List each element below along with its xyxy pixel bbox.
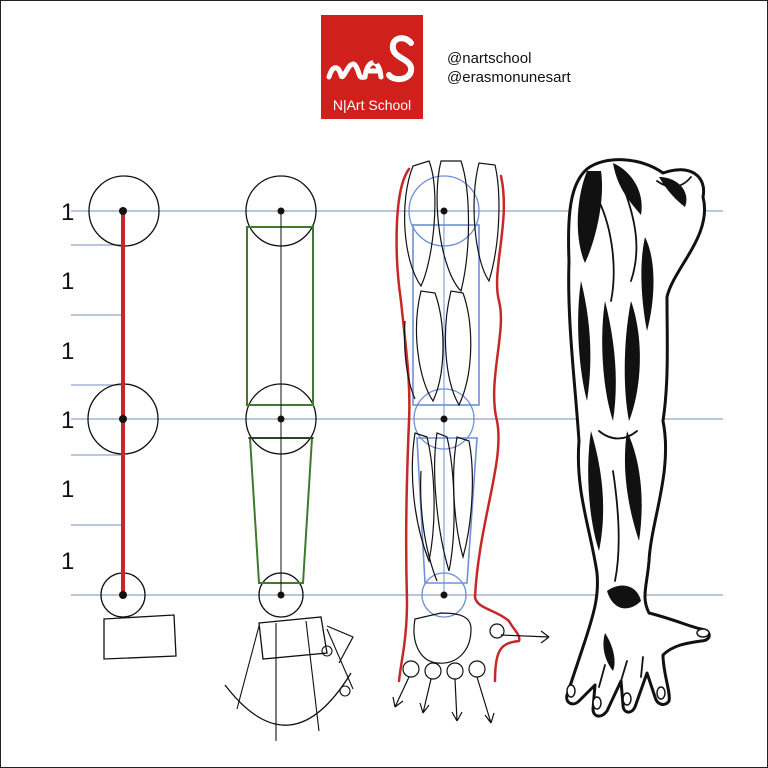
inked-fingernails [566, 628, 710, 710]
shadow-shape [602, 301, 616, 421]
muscle-shapes [403, 160, 500, 582]
shadow-shape [624, 431, 642, 541]
inked-contour-lines [598, 176, 692, 688]
finger-direction-lines [236, 620, 354, 741]
shadow-shape [578, 281, 591, 401]
fingernail [566, 684, 576, 698]
stage-muscle-construction [392, 160, 550, 724]
forearm-muscle-shape [434, 432, 455, 572]
joint-dot [119, 207, 127, 215]
deltoid-shape [403, 160, 436, 288]
upper-arm-box [246, 226, 314, 406]
instagram-handle-erasmonunesart: @erasmonunesart [447, 69, 571, 86]
biceps-shape [415, 290, 444, 403]
fingernail [592, 696, 602, 710]
forearm-muscle-shape [453, 436, 473, 560]
unit-label: 1 [61, 407, 74, 434]
nart-school-logo: N|Art School [321, 15, 423, 119]
contour-line [598, 200, 615, 302]
hand-construction [392, 612, 550, 724]
joint-dot [440, 415, 448, 423]
biceps-shape [444, 290, 472, 407]
contour-line [612, 470, 620, 582]
shadow-shape [607, 585, 641, 609]
joint-dot [440, 207, 448, 215]
palm-fan-arc [224, 672, 352, 726]
thumb-knuckle [489, 623, 505, 639]
upper-arm-box [412, 224, 480, 406]
unit-labels: 1 1 1 1 1 1 [61, 199, 74, 575]
arm-silhouette-outline [395, 167, 521, 683]
finger-direction-arrows [392, 676, 495, 724]
unit-label: 1 [61, 199, 74, 226]
shadow-shape [613, 163, 642, 215]
forearm-muscle-shape [420, 470, 438, 582]
unit-label: 1 [61, 476, 74, 503]
hand-block [103, 614, 177, 660]
inked-arm-silhouette [565, 158, 711, 718]
shadow-shape [577, 171, 603, 263]
joint-dot [119, 415, 127, 423]
finger-knuckle [402, 660, 420, 678]
contour-line [656, 176, 692, 188]
unit-label: 1 [61, 548, 74, 575]
finger-knuckle [468, 660, 486, 678]
joint-dot [277, 207, 285, 215]
deltoid-shape [436, 160, 470, 293]
shadow-shape [641, 237, 654, 331]
fingernail [696, 628, 710, 638]
thumb-construction [326, 625, 354, 664]
inked-muscle-shading [577, 163, 687, 671]
shadow-shape [588, 431, 604, 551]
finger-knuckle [446, 662, 464, 680]
contour-line [598, 656, 644, 688]
thumb-direction-arrow [500, 630, 550, 644]
thumb-knuckle [321, 645, 333, 657]
finger-knuckle [424, 662, 442, 680]
stage-box-construction [224, 175, 354, 741]
contour-line [620, 180, 638, 282]
shadow-shape [624, 301, 640, 421]
instagram-handle-nartschool: @nartschool [447, 50, 532, 67]
deltoid-shape [473, 162, 500, 283]
forearm-taper-box [416, 437, 478, 584]
brachialis-shape [403, 320, 416, 400]
finger-knuckle [339, 685, 351, 697]
forearm-muscle-shape [411, 432, 435, 564]
shadow-shape [659, 177, 687, 207]
shadow-shape [603, 633, 615, 671]
logo-brand-text: N|Art School [332, 97, 412, 113]
joint-dot [440, 591, 448, 599]
fingernail [656, 686, 666, 700]
unit-label: 1 [61, 338, 74, 365]
contour-line [598, 430, 638, 440]
hand-block [258, 616, 328, 660]
joint-dot [119, 591, 127, 599]
stage-skeleton-line [87, 175, 177, 660]
stage-inked-arm [565, 158, 711, 718]
unit-label: 1 [61, 268, 74, 295]
fingernail [622, 692, 632, 706]
joint-dot [277, 591, 285, 599]
nas-monogram-icon [326, 35, 415, 83]
joint-dot [277, 415, 285, 423]
palm-outline [413, 612, 472, 664]
